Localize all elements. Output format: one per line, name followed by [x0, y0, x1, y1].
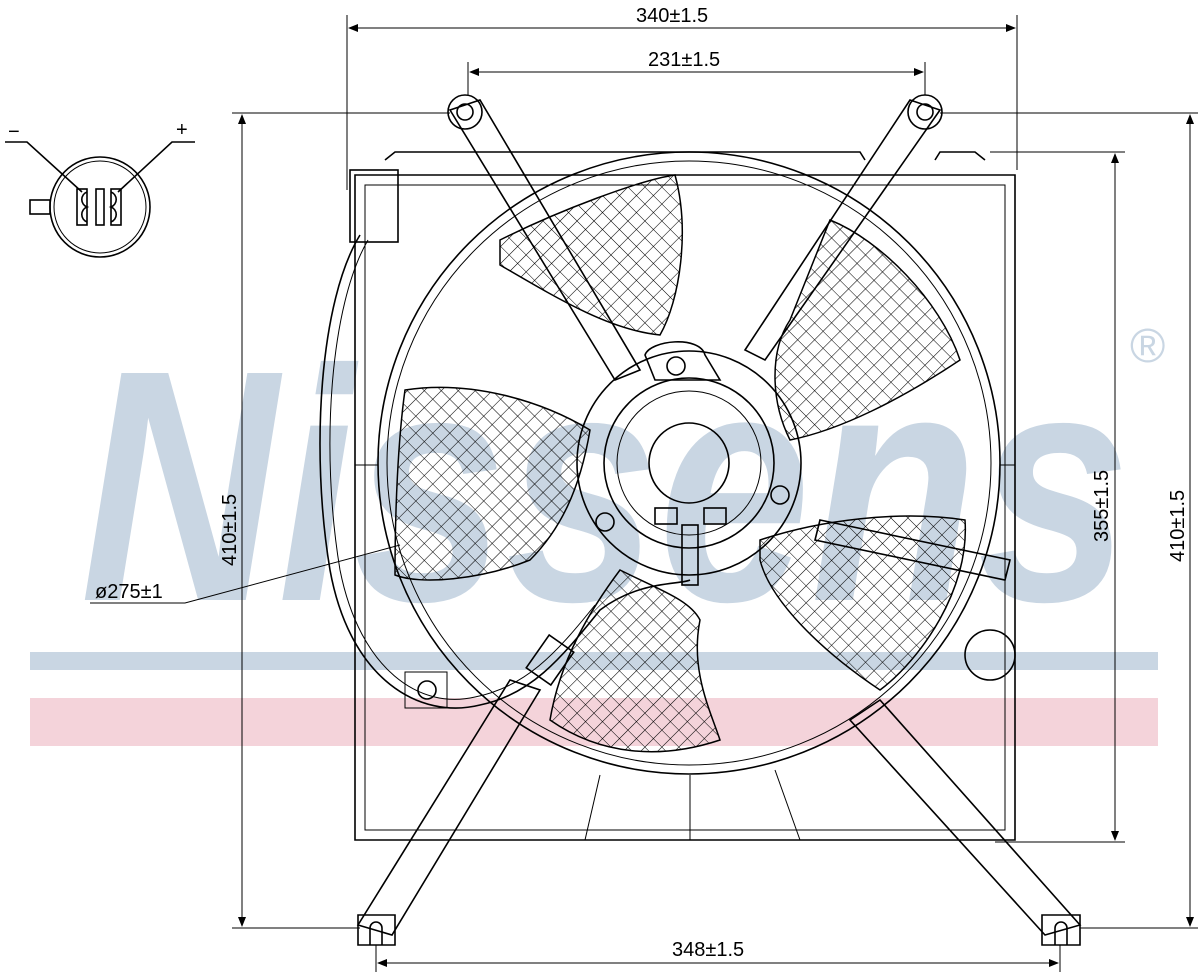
- fan-blade: [774, 219, 961, 441]
- mount-hole-bottom-right: [1041, 914, 1081, 946]
- motor-terminal: [703, 507, 727, 525]
- motor-hub: [648, 422, 730, 504]
- mount-hole-top-left: [447, 94, 483, 130]
- connector-pinout: − +: [5, 119, 195, 258]
- fan-blade: [394, 386, 591, 581]
- watermark-registered: ®: [1130, 320, 1165, 373]
- dim-mount-spacing-top: 231±1.5: [648, 49, 720, 71]
- dim-overall-height-right: 410±1.5: [1167, 490, 1189, 562]
- mount-hole-top-right: [907, 94, 943, 130]
- positive-terminal-label: +: [176, 119, 188, 141]
- wire-harness: [319, 169, 691, 709]
- dim-mount-spacing-bottom: 348±1.5: [672, 939, 744, 961]
- fan-blade: [499, 174, 683, 336]
- mounting-brackets: [356, 94, 1082, 946]
- fan-blade: [549, 569, 721, 753]
- dimension-lines: [90, 15, 1198, 972]
- dim-shroud-height: 355±1.5: [1091, 470, 1113, 542]
- fan-shroud: [354, 151, 1016, 841]
- motor-terminal: [654, 507, 678, 525]
- mount-hole-bottom-left: [357, 914, 396, 946]
- dim-overall-height-left: 410±1.5: [219, 494, 241, 566]
- dim-fan-diameter: ø275±1: [95, 581, 163, 603]
- harness-connector: [349, 169, 399, 243]
- fan-blade: [759, 515, 967, 691]
- motor-mount-ring: [576, 350, 802, 576]
- dimension-labels: 340±1.5 231±1.5 410±1.5 ø275±1 355±1.5 4…: [95, 5, 1189, 961]
- negative-terminal-label: −: [8, 121, 20, 143]
- fan-blades: [394, 174, 967, 753]
- fan: [377, 151, 1001, 775]
- dim-overall-width: 340±1.5: [636, 5, 708, 27]
